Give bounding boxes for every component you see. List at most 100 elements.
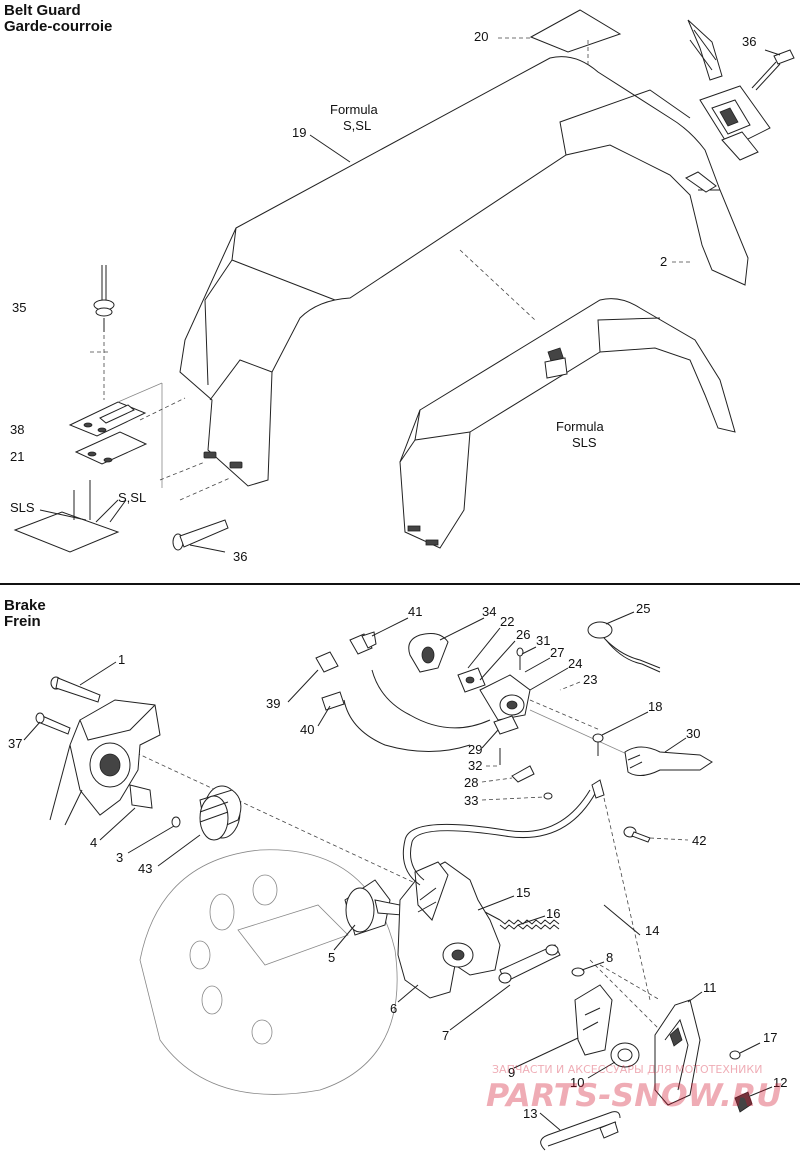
plate-22 xyxy=(457,667,486,693)
nut-10 xyxy=(610,1042,640,1068)
bolt-1 xyxy=(50,676,101,703)
link-7 xyxy=(498,944,561,984)
washer-3 xyxy=(171,816,181,828)
ref-41: 41 xyxy=(408,604,422,619)
washer-8 xyxy=(571,967,585,977)
lever-30 xyxy=(624,746,713,776)
ref-21: 21 xyxy=(10,449,24,464)
watermark-top-text: ЗАПЧАСТИ И АКСЕССУАРЫ ДЛЯ МОТОТЕХНИКИ xyxy=(492,1063,762,1076)
ref-42: 42 xyxy=(692,833,706,848)
brake-title-fr: Frein xyxy=(4,613,41,630)
belt-guard-section: Formula S,SL Formula SLS SLS S,SL 20 36 … xyxy=(10,9,795,564)
ref-40: 40 xyxy=(300,722,314,737)
ref-33: 33 xyxy=(464,793,478,808)
eyelet-42 xyxy=(623,826,651,843)
rivet-36 xyxy=(172,519,229,553)
washer-17 xyxy=(729,1050,741,1060)
ref-35: 35 xyxy=(12,300,26,315)
ref-3: 3 xyxy=(116,850,123,865)
terminal-40 xyxy=(321,691,345,711)
brake-title-en: Brake xyxy=(4,597,46,614)
ref-8: 8 xyxy=(606,950,613,965)
ref-31: 31 xyxy=(536,633,550,648)
ref-34: 34 xyxy=(482,604,496,619)
lever-34 xyxy=(408,633,449,673)
belt-guard-title-fr: Garde-courroie xyxy=(4,18,113,35)
ref-38: 38 xyxy=(10,422,24,437)
ref-23: 23 xyxy=(583,672,597,687)
slot-left-a xyxy=(203,451,217,459)
ref-9: 9 xyxy=(508,1065,515,1080)
decal-20 xyxy=(529,9,622,53)
bracket-9 xyxy=(574,984,613,1056)
plate-21 xyxy=(74,431,148,465)
clip-28 xyxy=(511,765,535,783)
ref-32: 32 xyxy=(468,758,482,773)
spring-16 xyxy=(484,911,560,930)
nut-12 xyxy=(734,1091,753,1113)
ref-27: 27 xyxy=(550,645,564,660)
stud-35 xyxy=(90,265,115,400)
ref-22: 22 xyxy=(500,614,514,629)
bolt-18 xyxy=(592,733,604,756)
ref-29: 29 xyxy=(468,742,482,757)
ref-28: 28 xyxy=(464,775,478,790)
ref-37: 37 xyxy=(8,736,22,751)
belt-guard-title: Belt Guard Garde-courroie xyxy=(4,3,112,35)
ref-20: 20 xyxy=(474,29,488,44)
ref-25: 25 xyxy=(636,601,650,616)
bracket-assembly xyxy=(685,19,771,193)
wire-harness xyxy=(371,669,491,729)
ref-26: 26 xyxy=(516,627,530,642)
ref-17: 17 xyxy=(763,1030,777,1045)
ref-30: 30 xyxy=(686,726,700,741)
ref-39: 39 xyxy=(266,696,280,711)
nut-33 xyxy=(543,792,553,800)
base-plate xyxy=(13,511,120,553)
ref-36-bottom: 36 xyxy=(233,549,247,564)
ref-11: 11 xyxy=(703,980,717,995)
label-formula-sls-1: Formula xyxy=(556,419,604,434)
caliper-housing xyxy=(49,699,161,826)
label-formula-sls-2: SLS xyxy=(572,435,597,450)
ref-12: 12 xyxy=(773,1075,787,1090)
brake-pad-43 xyxy=(199,785,242,841)
throttle-body-24 xyxy=(479,674,531,721)
brake-pad-5 xyxy=(344,879,403,936)
ref-18: 18 xyxy=(648,699,662,714)
cover-11 xyxy=(654,999,701,1106)
cotter-pin-13 xyxy=(540,1111,621,1151)
clip-41 xyxy=(349,631,377,655)
watermark-logo: PARTS-SNOW.RU xyxy=(486,1078,782,1114)
ref-5: 5 xyxy=(328,950,335,965)
label-s-sl: S,SL xyxy=(118,490,146,505)
ref-13: 13 xyxy=(523,1106,537,1121)
brake-title: Brake Frein xyxy=(4,598,46,630)
cable-14 xyxy=(402,789,591,886)
ref-7: 7 xyxy=(442,1028,449,1043)
belt-guard-sls xyxy=(399,298,736,549)
ref-10: 10 xyxy=(570,1075,584,1090)
ref-36-top: 36 xyxy=(742,34,756,49)
ref-4: 4 xyxy=(90,835,97,850)
ref-43: 43 xyxy=(138,861,152,876)
ref-24: 24 xyxy=(568,656,582,671)
label-sls: SLS xyxy=(10,500,35,515)
screw-36-top xyxy=(751,49,795,91)
clip-39 xyxy=(315,651,339,673)
belt-guard-title-en: Belt Guard xyxy=(4,2,81,19)
bolt-37 xyxy=(35,712,71,735)
ref-16: 16 xyxy=(546,906,560,921)
belt-guard-19 xyxy=(179,56,749,487)
sensor-25 xyxy=(587,621,661,673)
ref-2: 2 xyxy=(660,254,667,269)
screw-31 xyxy=(516,647,524,670)
brake-lever-6 xyxy=(397,861,501,999)
slot-left-b xyxy=(229,461,243,469)
brake-section: 1 37 4 3 43 41 34 22 26 31 27 24 23 25 3… xyxy=(8,601,787,1151)
plate-38 xyxy=(68,401,147,437)
label-formula-s-sl-1: Formula xyxy=(330,102,378,117)
label-formula-s-sl-2: S,SL xyxy=(343,118,371,133)
ref-6: 6 xyxy=(390,1001,397,1016)
